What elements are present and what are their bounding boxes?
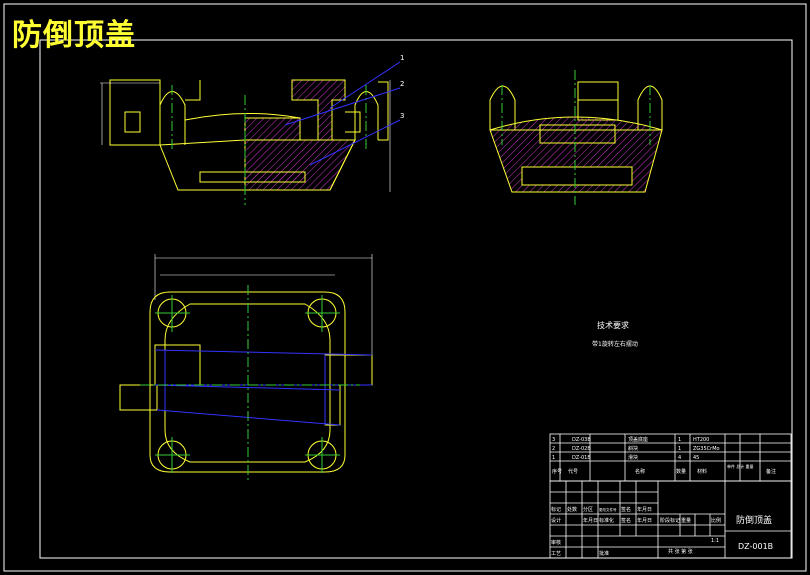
- bom-header-material: 材料: [697, 468, 707, 475]
- label-standard: 标准化: [599, 517, 614, 524]
- label-design: 设计: [551, 517, 561, 524]
- scale-value: 1:1: [711, 538, 719, 544]
- title-block: [549, 480, 792, 559]
- drawing-number: DZ-001B: [738, 542, 773, 551]
- label-sign-2: 签名: [621, 517, 631, 524]
- label-process: 工艺: [551, 551, 561, 557]
- top-plan-view: [119, 254, 373, 480]
- bom-header-qty: 数量: [676, 468, 686, 475]
- label-zone: 分区: [583, 506, 593, 513]
- bom-row-no: 1: [552, 455, 555, 461]
- title-block-labels: 标记 处数 分区 更改文件号 签名 年月日 设计 年月日 标准化 签名 年月日 …: [551, 506, 721, 557]
- bom-header-code: 代号: [568, 468, 578, 475]
- bom-row-material: 45: [693, 455, 699, 461]
- bom-row-code: DZ-03B: [572, 437, 591, 443]
- bom-row-qty: 1: [678, 446, 681, 452]
- bom-row-code: DZ-01B: [572, 455, 591, 461]
- bom-row-material: HT200: [693, 437, 709, 443]
- tech-requirements-heading: 技术要求: [597, 320, 629, 330]
- title-overlay: 防倒顶盖: [12, 18, 136, 53]
- sheet-info: 共 张 第 张: [668, 548, 693, 555]
- label-stage: 阶段标记: [660, 517, 680, 524]
- outer-frame: [3, 3, 807, 572]
- bom-header-name: 名称: [635, 468, 645, 475]
- bom-row-no: 2: [552, 446, 555, 452]
- bom-row-name: 滑块: [628, 454, 638, 461]
- bom-row-qty: 4: [678, 455, 681, 461]
- label-count: 处数: [567, 506, 577, 513]
- label-weight: 重量: [681, 517, 691, 524]
- tech-requirements-line1: 带1旋转左右摆动: [592, 340, 638, 348]
- callout-2: 2: [400, 80, 404, 88]
- label-change-doc: 更改文件号: [599, 507, 617, 512]
- inner-frame: [39, 39, 793, 559]
- label-date: 年月日: [637, 506, 652, 513]
- bom-row-name: 顶盖底座: [628, 436, 648, 443]
- label-review: 审核: [551, 539, 561, 546]
- bom-row-code: DZ-02B: [572, 446, 591, 452]
- drawing-title: 防倒顶盖: [736, 514, 772, 526]
- label-approve: 批准: [599, 550, 609, 557]
- bom-header-no: 序号: [552, 468, 562, 475]
- callout-1: 1: [400, 54, 404, 62]
- bom-header-weight: 单件 总计 重量: [727, 463, 754, 469]
- bom-row-material: ZG35CrMo: [693, 446, 720, 452]
- side-section-view: [489, 70, 663, 205]
- bom-row-no: 3: [552, 437, 555, 443]
- label-date-3: 年月日: [637, 517, 652, 524]
- front-section-view: [100, 61, 401, 205]
- bom-row-qty: 1: [678, 437, 681, 443]
- label-date-2: 年月日: [583, 517, 598, 524]
- label-ratio: 比例: [711, 517, 721, 524]
- label-mark: 标记: [551, 506, 561, 513]
- bom-header-remark: 备注: [766, 468, 776, 475]
- label-sign: 签名: [621, 506, 631, 513]
- bom-rows: 3 DZ-03B 顶盖底座 1 HT200 2 DZ-02B 斜块 1 ZG35…: [552, 436, 776, 475]
- bom-row-name: 斜块: [628, 445, 638, 452]
- callout-3: 3: [400, 112, 404, 120]
